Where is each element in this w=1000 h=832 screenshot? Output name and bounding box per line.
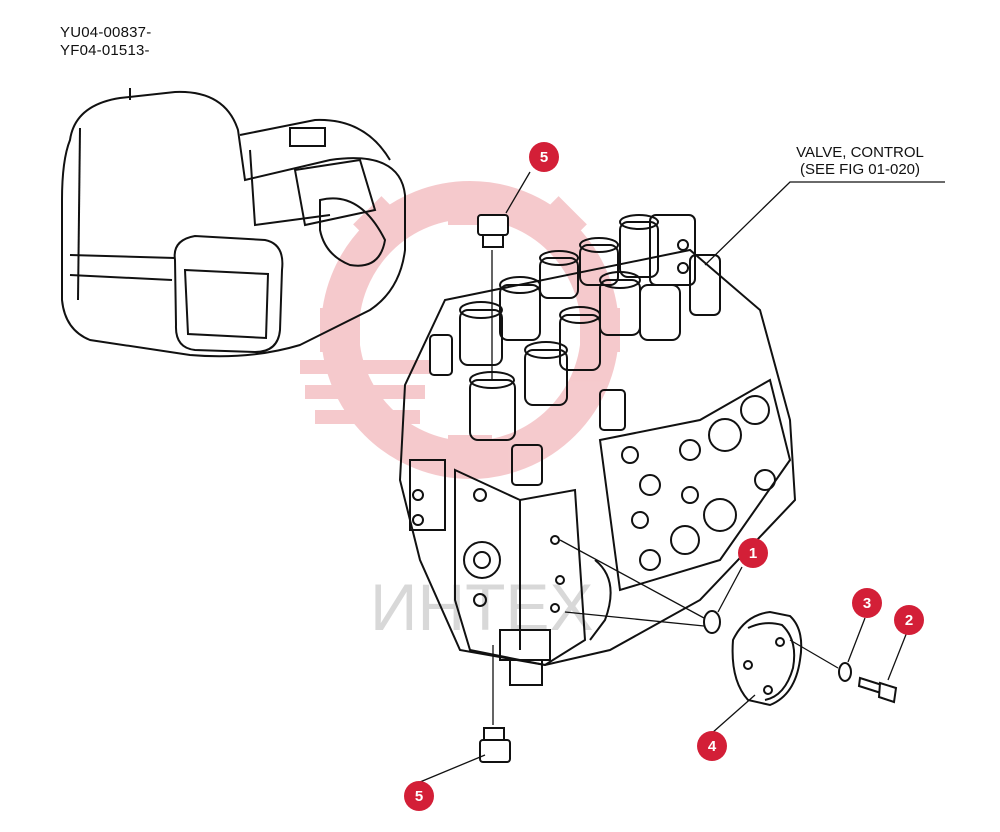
serial-number-1: YU04-00837- [60, 24, 152, 41]
valve-label-line2: (SEE FIG 01-020) [799, 161, 921, 178]
callout-badge-plug-bottom[interactable]: 5 [404, 781, 434, 811]
valve-label-line1: VALVE, CONTROL [796, 144, 924, 161]
washer-icon [838, 662, 852, 682]
leader-lines [419, 171, 945, 783]
callout-badge-bolt[interactable]: 2 [894, 605, 924, 635]
bolt-icon [857, 676, 898, 704]
callout-badge-o-ring[interactable]: 1 [738, 538, 768, 568]
cover-plate-icon [731, 610, 803, 707]
callout-badge-washer[interactable]: 3 [852, 588, 882, 618]
valve-control-label: VALVE, CONTROL (SEE FIG 01-020) [785, 144, 935, 178]
callout-badge-plug-top[interactable]: 5 [529, 142, 559, 172]
plug-top-icon [477, 214, 509, 248]
callout-badge-cover-plate[interactable]: 4 [697, 731, 727, 761]
watermark-text: ИНТЕХ [370, 570, 593, 644]
control-valve-icon [398, 214, 797, 686]
serial-number-2: YF04-01513- [60, 42, 150, 59]
o-ring-icon [703, 610, 721, 634]
excavator-cab-icon [61, 88, 406, 358]
plug-bottom-icon [479, 727, 511, 763]
